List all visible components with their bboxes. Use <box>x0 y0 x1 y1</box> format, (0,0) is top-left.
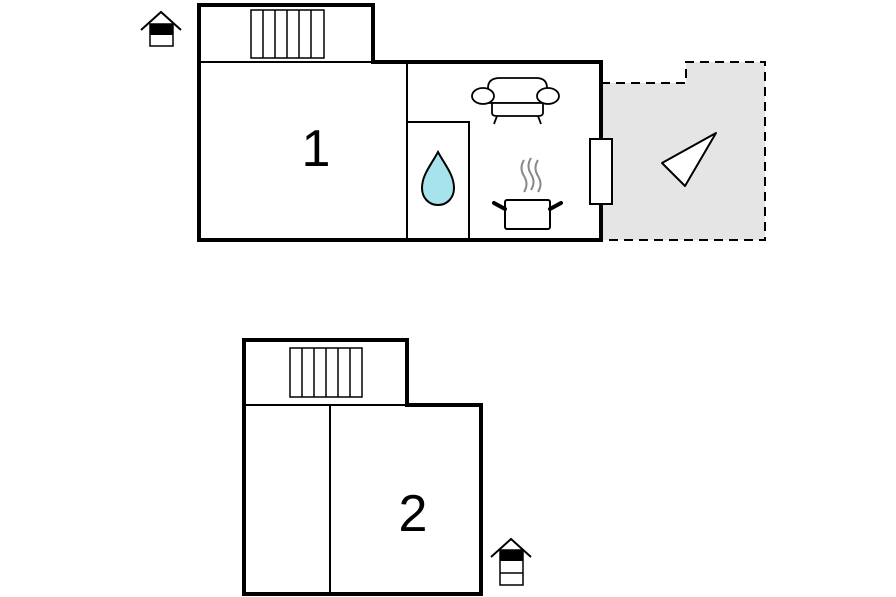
steam-lines <box>520 157 542 193</box>
water-drop-icon <box>420 149 456 207</box>
level-2-plan: 2 <box>242 338 532 596</box>
floor-level-icon-ground <box>140 10 182 47</box>
terrace-door <box>589 138 613 205</box>
terrace <box>600 61 766 241</box>
stairs-icon <box>289 347 363 398</box>
cooking-pot-icon <box>492 157 563 230</box>
sofa-icon <box>471 77 560 125</box>
bathroom <box>406 121 470 241</box>
room-number-2: 2 <box>399 485 428 543</box>
level-1-plan: 1 <box>140 3 766 242</box>
umbrella-icon <box>661 132 717 187</box>
room-number-1: 1 <box>302 120 331 178</box>
stairs-icon <box>250 9 325 59</box>
floor-level-icon-upper <box>490 537 532 586</box>
